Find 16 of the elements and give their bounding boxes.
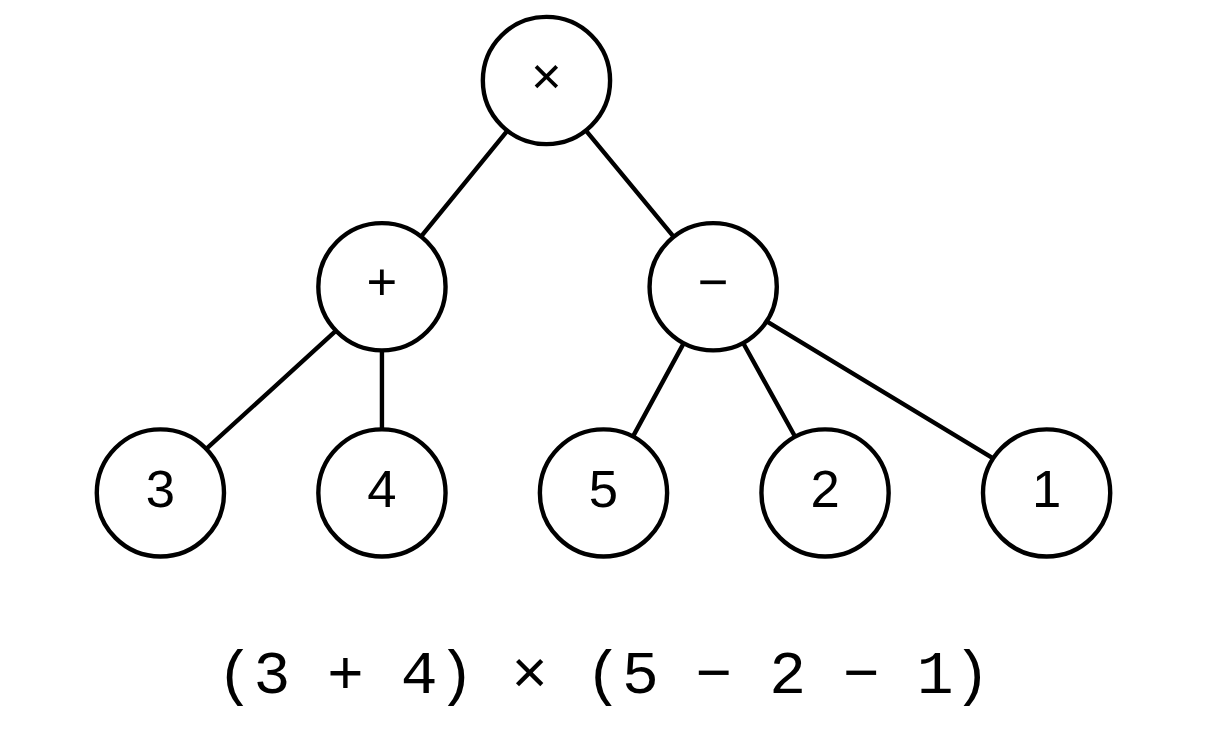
node-circle: 1 [980,427,1113,559]
connector [205,330,337,451]
node-circle: 3 [94,427,227,559]
connector [741,341,797,438]
node-circle: 4 [316,427,448,559]
node-circle: × [480,14,613,147]
connector [419,130,509,238]
node-circle: 5 [537,427,670,559]
connector [584,129,676,238]
node-circle: − [647,220,779,353]
connector [765,319,995,461]
node-circle: + [316,220,448,353]
label: (3 + 4) × (5 − 2 − 1) [216,642,991,712]
connector [631,343,686,438]
connector [379,350,385,429]
node-circle: 2 [759,427,891,559]
